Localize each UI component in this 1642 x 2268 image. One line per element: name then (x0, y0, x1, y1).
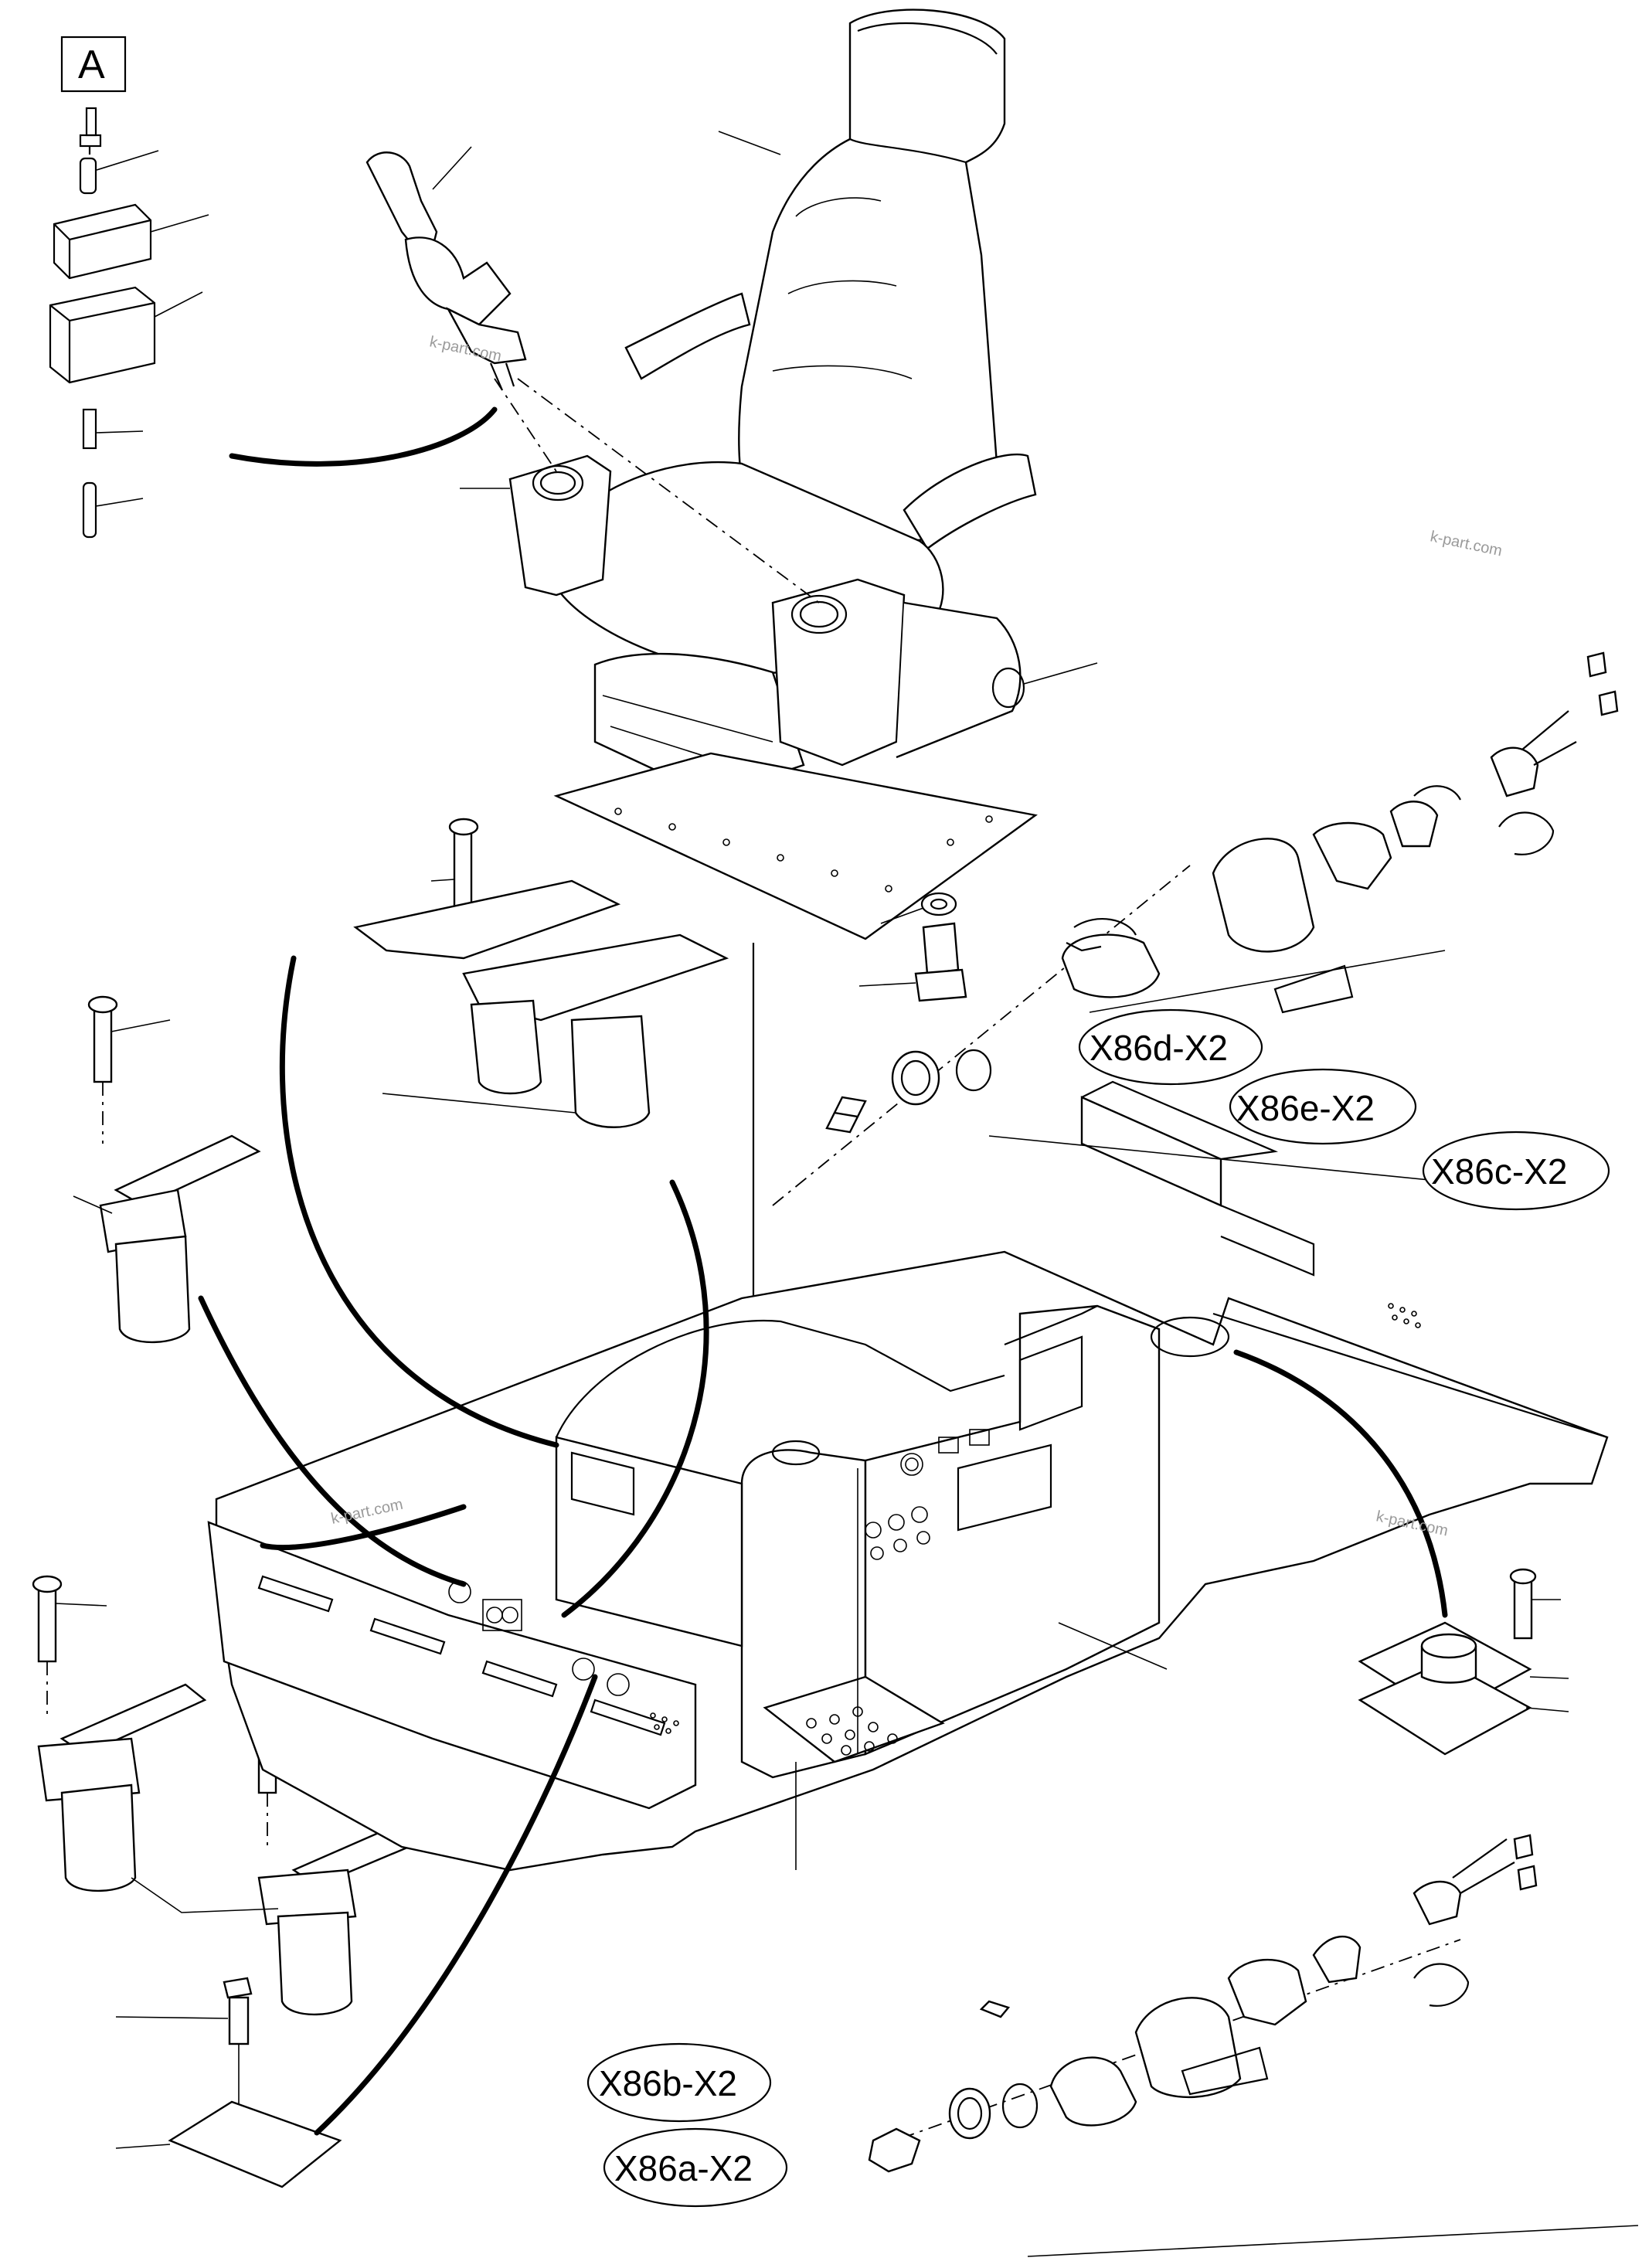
connector-icon (772, 651, 1619, 1206)
pedal-icon (73, 995, 261, 1344)
joystick-icon (365, 146, 527, 391)
label-x86a: X86a-X2 (614, 2148, 753, 2188)
pedal-icon (353, 818, 729, 1128)
seat-plate (553, 752, 1038, 940)
connector-label: X86d-X2 (1078, 1008, 1263, 1086)
connector-label: X86e-X2 (1229, 1068, 1417, 1145)
view-letter: A (78, 43, 105, 87)
label-x86e: X86e-X2 (1236, 1088, 1375, 1128)
detail-a-parts (49, 107, 209, 539)
connector-label: X86a-X2 (603, 2127, 788, 2208)
connector-label: X86b-X2 (586, 2042, 772, 2123)
connector-label: X86c-X2 (1422, 1131, 1610, 1211)
connector-icon (868, 1834, 1639, 2257)
label-x86d: X86d-X2 (1090, 1028, 1228, 1068)
pointer-arcs (198, 406, 1448, 2136)
view-a-box: A (60, 36, 127, 93)
seat-icon (460, 9, 1098, 797)
cover-plate (115, 1977, 342, 2188)
connector-icon (1358, 1568, 1569, 1756)
pedal-icon (32, 1575, 207, 1892)
label-x86b: X86b-X2 (599, 2063, 737, 2103)
floor-plate-icon (207, 1080, 1609, 1872)
label-x86c: X86c-X2 (1431, 1151, 1567, 1192)
watermark: k-part.com (1429, 528, 1504, 559)
bolt-washer (858, 892, 967, 1002)
